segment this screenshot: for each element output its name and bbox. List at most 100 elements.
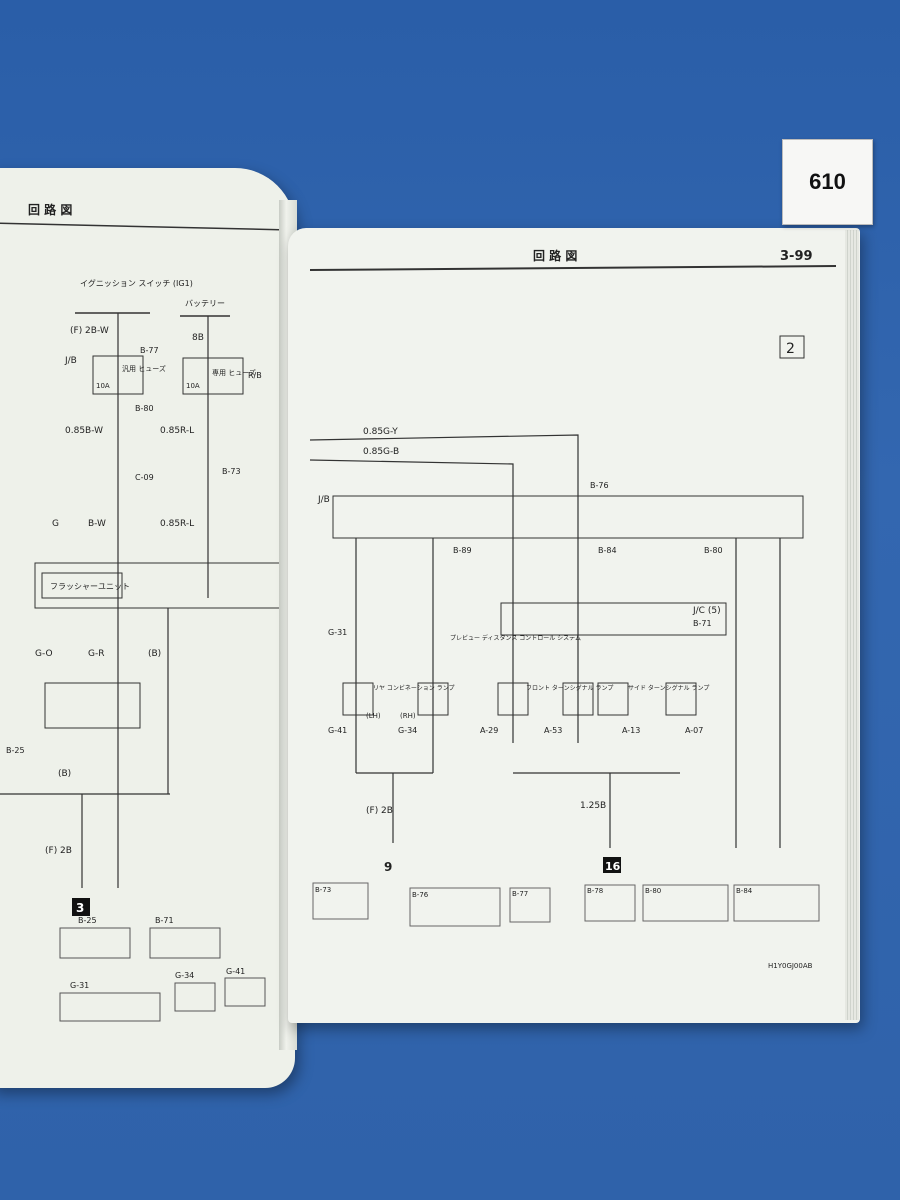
footer-code: H1Y0GJ00AB: [768, 962, 813, 970]
section-number: 2: [786, 341, 795, 357]
connector-label: G-41: [328, 726, 347, 735]
lamp-box: [597, 682, 629, 716]
connector-label: B-25: [78, 916, 97, 925]
fuse1-label: 汎用 ヒューズ: [122, 364, 166, 373]
connector-label: B-80: [135, 404, 154, 413]
connector-diagram: [409, 887, 501, 927]
connector-diagram: [174, 982, 216, 1012]
preview-label: プレビュー ディスタンス コントロール システム: [450, 634, 581, 642]
right-page-diagram: 回 路 図 3-99 2 0.85G-Y 0.85G-B J/B B-76 B-…: [309, 248, 837, 970]
ground-label: (F) 2B: [366, 806, 393, 816]
left-header-rule: [0, 222, 291, 231]
right-header-title: 回 路 図: [533, 248, 577, 263]
connector-label: B-73: [315, 886, 331, 894]
connector-label: B-76: [412, 891, 429, 899]
fuse2-label: 専用 ヒューズ: [212, 368, 256, 377]
number-tag: 610: [782, 139, 873, 225]
jb-label: J/B: [64, 356, 77, 366]
connector-label: A-13: [622, 726, 640, 735]
wire-label: (F) 2B-W: [70, 326, 109, 336]
left-page-diagram: 回 路 図 イグニッション スイッチ (IG1) バッテリー (F) 2B-W …: [0, 202, 291, 1022]
lamp-box: [497, 682, 529, 716]
connector-diagram: [509, 887, 551, 923]
connector-diagram: [312, 882, 369, 920]
front-lamp-label: フロント ターンシグナル ランプ: [526, 684, 613, 692]
lamp-box: [417, 682, 449, 716]
ignition-label: イグニッション スイッチ (IG1): [80, 278, 193, 288]
hazard-switch-box: [44, 682, 141, 729]
connector-label: G-34: [398, 726, 417, 735]
right-page-number: 3-99: [780, 249, 813, 264]
connector-label: C-09: [135, 473, 154, 482]
connector-label: A-29: [480, 726, 498, 735]
wire-label: 0.85R-L: [160, 426, 194, 436]
connector-label: G-41: [226, 967, 245, 976]
flasher-unit: [41, 572, 123, 599]
ground-label: 1.25B: [580, 801, 606, 811]
connector-label: B-71: [155, 916, 174, 925]
wire-label: 0.85G-Y: [363, 427, 398, 437]
connector-label: B-25: [6, 746, 25, 755]
tag-number: 610: [809, 169, 846, 194]
rb-label: R/B: [248, 371, 262, 380]
rear-lamp-label: リヤ コンビネーション ランプ: [373, 684, 455, 692]
battery-label: バッテリー: [185, 299, 225, 308]
wire-label: (B): [58, 769, 71, 779]
wire-label: 0.85B-W: [65, 426, 103, 436]
jb-label: J/B: [317, 495, 330, 505]
ground-number: 3: [76, 901, 84, 915]
connector-label: B-80: [704, 546, 723, 555]
wire-line: [309, 459, 514, 743]
fuse1-amp: 10A: [96, 382, 110, 390]
fuse2-box: [182, 357, 244, 395]
lamp-box: [562, 682, 594, 716]
wire-label: G-O: [35, 649, 53, 659]
connector-label: B-77: [140, 346, 159, 355]
jb-box: [332, 495, 804, 539]
ground-number-box: [603, 857, 621, 873]
wire-label: G: [52, 519, 59, 529]
wire-label: 0.85G-B: [363, 447, 399, 457]
connector-label: B-71: [693, 619, 712, 628]
connector-label: G-34: [175, 971, 194, 980]
connector-label: B-84: [736, 887, 753, 895]
connector-label: B-78: [587, 887, 603, 895]
connector-label: B-77: [512, 890, 528, 898]
wire-label: G-R: [88, 649, 104, 659]
right-page: 回 路 図 3-99 2 0.85G-Y 0.85G-B J/B B-76 B-…: [288, 228, 860, 1023]
connector-label: B-84: [598, 546, 617, 555]
connector-diagram: [224, 977, 266, 1007]
lamp-box: [342, 682, 374, 716]
wire-label: 8B: [192, 333, 204, 343]
connector-diagram: [59, 927, 131, 959]
connector-diagram: [584, 884, 636, 922]
left-header-title: 回 路 図: [28, 202, 72, 217]
connector-diagram: [149, 927, 221, 959]
wire-label: (B): [148, 649, 161, 659]
ground-number-box: [72, 898, 90, 916]
left-page: 回 路 図 イグニッション スイッチ (IG1) バッテリー (F) 2B-W …: [0, 168, 295, 1088]
connector-diagram: [642, 884, 729, 922]
wire-label: B-W: [88, 519, 106, 529]
side-lamp-label: サイド ターンシグナル ランプ: [628, 684, 709, 692]
connector-label: A-07: [685, 726, 703, 735]
connector-label: B-73: [222, 467, 241, 476]
jc-label: J/C (5): [692, 606, 721, 616]
fuse1-box: [92, 355, 144, 395]
connector-label: G-31: [328, 628, 347, 637]
ground-number: 16: [605, 860, 621, 873]
connector-label: B-80: [645, 887, 661, 895]
connector-label: B-76: [590, 481, 609, 490]
connector-label: A-53: [544, 726, 562, 735]
fuse2-amp: 10A: [186, 382, 200, 390]
wire-label: (F) 2B: [45, 846, 72, 856]
page-edges: [845, 230, 859, 1020]
wire-label: 0.85R-L: [160, 519, 194, 529]
section-box: [779, 335, 805, 359]
lh-label: (LH): [366, 712, 381, 720]
wire-line: [309, 434, 579, 743]
jc-box: [500, 602, 727, 636]
connector-label: G-31: [70, 981, 89, 990]
lamp-box: [665, 682, 697, 716]
